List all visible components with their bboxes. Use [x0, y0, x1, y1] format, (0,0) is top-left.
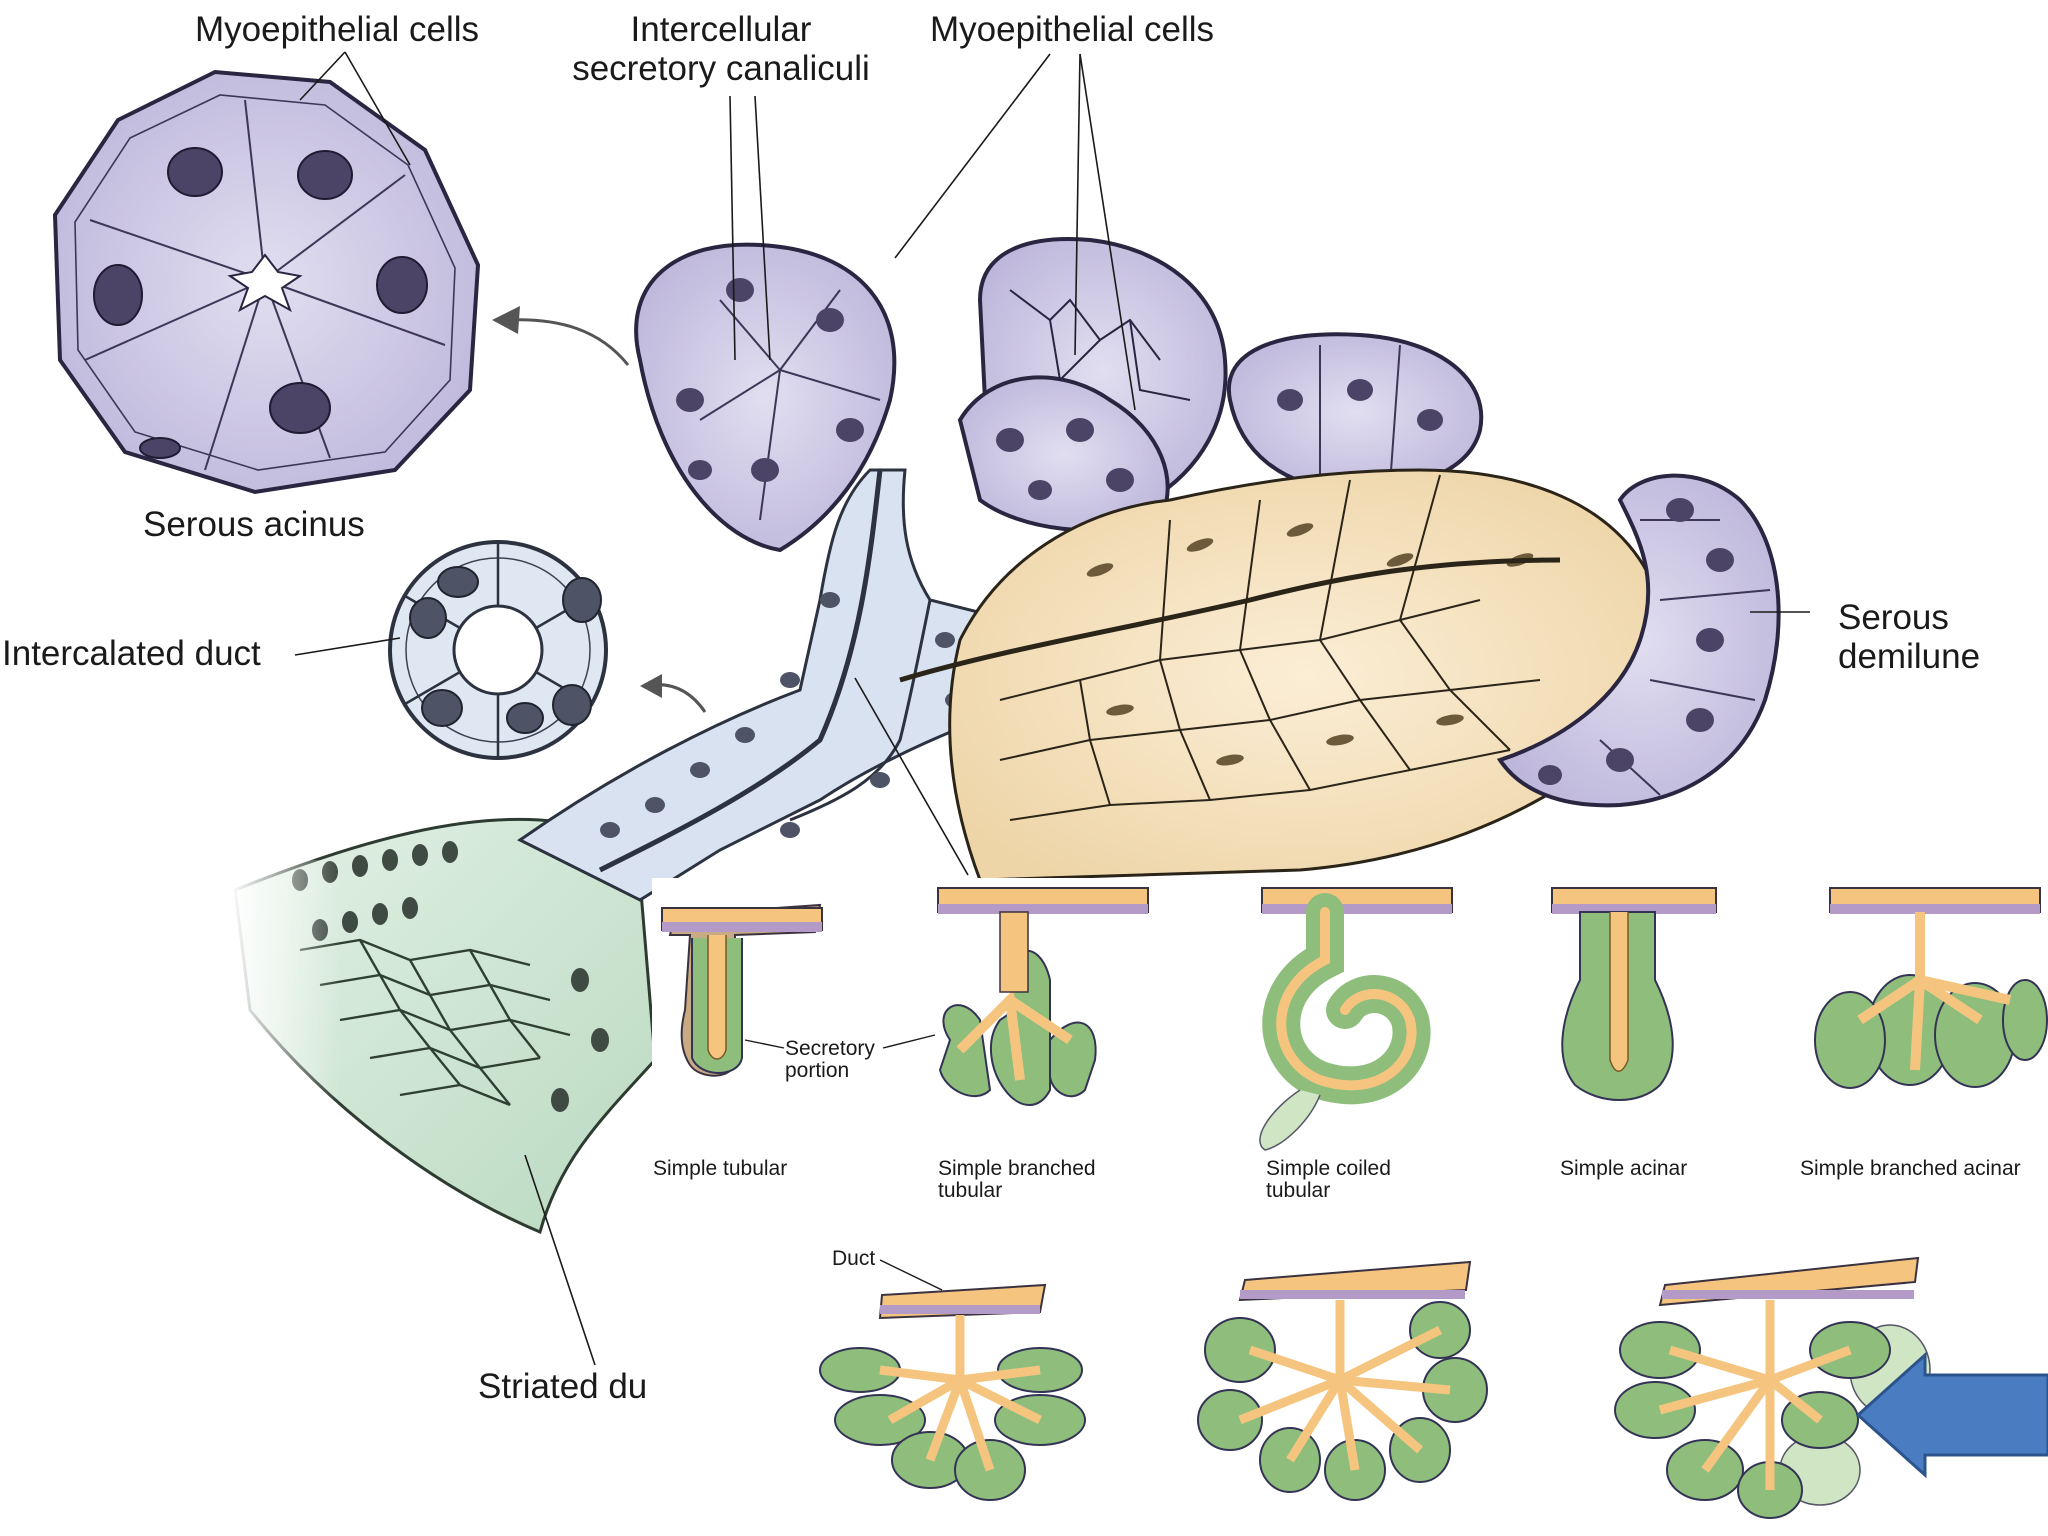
- mucous-acinus: [899, 468, 1663, 882]
- caption-line1: Simple branched: [938, 1157, 1096, 1180]
- caption-line1: Simple coiled: [1266, 1157, 1391, 1180]
- caption-line1: Simple tubular: [653, 1157, 788, 1180]
- label-myoepithelial-left: Myoepithelial cells: [195, 10, 480, 49]
- caption-simple-tubular: Simple tubular: [653, 1157, 788, 1180]
- serous-acinus-top: [634, 242, 897, 553]
- label-serous-acinus: Serous acinus: [143, 505, 365, 544]
- label-serous-demilune-line1: Serous: [1838, 598, 1949, 637]
- label-serous-demilune-line2: demilune: [1838, 637, 1981, 677]
- serous-demilune: [1496, 473, 1781, 808]
- serous-acinus-right: [1226, 332, 1484, 493]
- intercalated-duct-section: [388, 540, 608, 760]
- left-arrow-icon: [1855, 1351, 2048, 1479]
- arrowhead-icon: [640, 674, 662, 698]
- gland-compound-tubuloacinar: [1614, 1256, 1931, 1519]
- intercalated-duct-tree: [517, 468, 1042, 902]
- label-secretory-portion: Secretory portion: [785, 1037, 875, 1083]
- caption-simple-acinar: Simple acinar: [1560, 1157, 1688, 1180]
- label-canaliculi: Intercellular secretory canaliculi: [556, 10, 886, 88]
- caption-line1: Simple branched acinar: [1800, 1157, 2021, 1180]
- label-serous-demilune: Serous demilune: [1838, 598, 1980, 676]
- gland-compound-acinar: [1197, 1260, 1488, 1501]
- label-canaliculi-line1: Intercellular: [630, 10, 812, 49]
- label-secretory-line1: Secretory: [785, 1037, 875, 1060]
- label-striated-duct: Striated du: [478, 1367, 648, 1406]
- serous-acinus: [52, 69, 481, 495]
- gland-compound-tubular: [819, 1283, 1086, 1501]
- gland-simple-tubular: [661, 903, 823, 1077]
- gland-simple-coiled-tubular: [1259, 887, 1453, 1151]
- gland-simple-acinar: [1551, 887, 1717, 1101]
- arrowhead-icon: [492, 306, 520, 334]
- gland-simple-branched-tubular: [937, 887, 1149, 1106]
- caption-line2: tubular: [938, 1179, 1003, 1203]
- leader-lines: [294, 51, 1810, 1366]
- label-myoepithelial-right: Myoepithelial cells: [930, 10, 1215, 49]
- caption-simple-branched-tubular: Simple branched tubular: [938, 1157, 1096, 1203]
- label-intercalated-duct: Intercalated duct: [2, 634, 261, 673]
- caption-simple-coiled-tubular: Simple coiled tubular: [1266, 1157, 1391, 1203]
- gland-simple-branched-acinar: [1814, 887, 2048, 1089]
- striated-duct: [230, 817, 657, 1240]
- caption-simple-branched-acinar: Simple branched acinar: [1800, 1157, 2021, 1180]
- serous-acinus-upper: [957, 237, 1228, 533]
- label-duct: Duct: [832, 1247, 876, 1270]
- label-canaliculi-line2: secretory canaliculi: [572, 49, 870, 89]
- label-secretory-line2: portion: [785, 1059, 850, 1083]
- curved-arrow-icon: [507, 318, 630, 366]
- caption-line2: tubular: [1266, 1179, 1331, 1203]
- caption-line1: Simple acinar: [1560, 1157, 1688, 1180]
